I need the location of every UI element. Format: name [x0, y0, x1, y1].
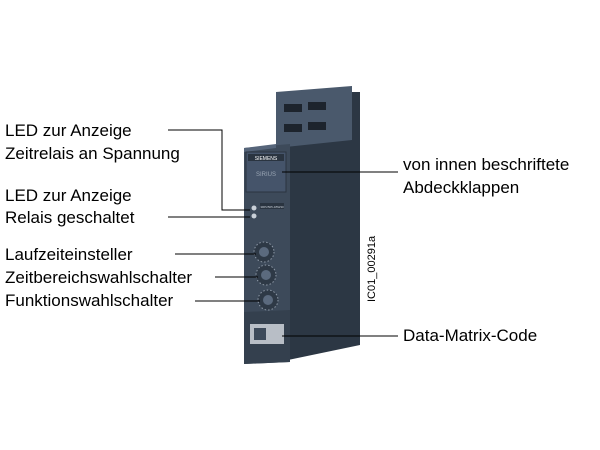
led-voltage — [251, 205, 257, 211]
brand-bar — [248, 154, 284, 161]
label-led-voltage-1: LED zur Anzeige — [5, 121, 132, 140]
label-runtime-adjuster: Laufzeiteinsteller — [5, 245, 133, 264]
dial-time-range — [255, 264, 277, 286]
data-matrix-code — [254, 328, 266, 340]
dial-runtime — [253, 241, 275, 263]
label-function-selector: Funktionswahlschalter — [5, 291, 174, 310]
label-time-range-selector: Zeitbereichswahlschalter — [5, 268, 193, 287]
leader-lines — [168, 129, 398, 337]
dial-function — [257, 289, 279, 311]
brand-text: SIEMENS — [255, 156, 278, 162]
label-led-switched-2: Relais geschaltet — [5, 208, 135, 227]
order-no-text: 3RP2505-1BW30 — [260, 205, 284, 209]
terminal-slot — [308, 102, 326, 110]
order-plate — [260, 203, 284, 209]
terminal-slot — [284, 104, 302, 112]
terminal-slot — [284, 124, 302, 132]
label-led-switched-1: LED zur Anzeige — [5, 186, 132, 205]
figure-id: IC01_00291a — [366, 235, 378, 302]
housing-top-terminal — [276, 86, 352, 148]
label-data-matrix: Data-Matrix-Code — [403, 326, 538, 345]
series-text: SIRIUS — [256, 172, 276, 178]
housing-side — [288, 92, 360, 360]
leader-led-voltage — [168, 129, 250, 211]
housing-step — [244, 144, 276, 152]
terminal-slot — [308, 122, 326, 130]
label-cover-flaps-2: Abdeckklappen — [403, 178, 520, 197]
label-led-voltage-2: Zeitrelais an Spannung — [5, 144, 180, 163]
led-switched — [251, 213, 257, 219]
label-cover-flaps-1: von innen beschriftete — [403, 155, 570, 174]
